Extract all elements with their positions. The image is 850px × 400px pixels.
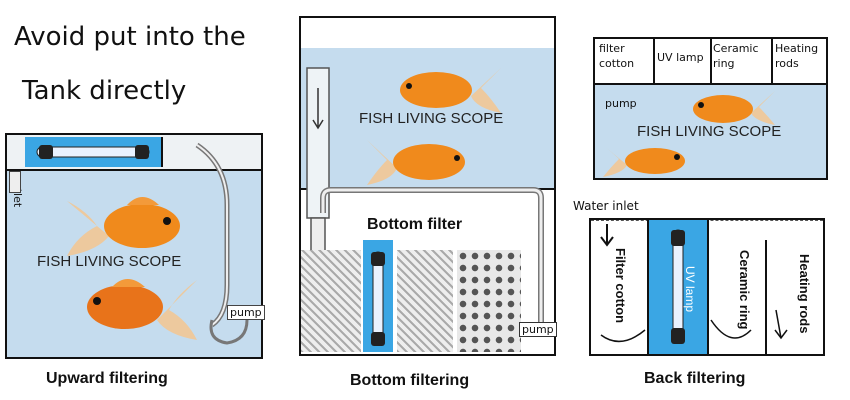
compartment-filter-cotton: filter cotton [599, 42, 635, 70]
inflow-arrow-icon [600, 224, 614, 247]
compartment-divider [710, 39, 712, 83]
back-compartment-filter-cotton: Filter cotton [613, 248, 628, 324]
goldfish-icon [400, 68, 501, 113]
downflow-pipe-icon [306, 67, 330, 259]
shelf-divider [161, 137, 193, 167]
ceramic-media [457, 250, 521, 352]
water-inlet-label: Water inlet [573, 199, 639, 213]
upward-filtering-panel: outlet pump FISH LIVING SCOPE [5, 133, 265, 359]
bottom-filtering-caption: Bottom filtering [350, 372, 470, 389]
back-uv-compartment [649, 220, 707, 354]
upward-pump-label: pump [227, 305, 265, 320]
goldfish-icon [87, 279, 197, 340]
goldfish-icon [693, 91, 775, 125]
compartment-heating-rods: Heating rods [775, 42, 819, 70]
compartment-divider [771, 39, 773, 83]
divider [707, 220, 709, 354]
uv-lamp-icon [36, 145, 150, 159]
divider [647, 220, 649, 354]
bottom-filter-title: Bottom filter [367, 216, 463, 233]
return-pipe-icon [320, 187, 544, 328]
back-compartment-uv-lamp: UV lamp [683, 266, 697, 313]
back-fish-living-scope: FISH LIVING SCOPE [637, 123, 782, 140]
outlet-icon [9, 171, 21, 193]
upward-pipe-icon [195, 142, 249, 345]
compartment-ceramic-ring: Ceramic ring [713, 42, 759, 70]
upward-filtering-caption: Upward filtering [46, 370, 168, 387]
back-filtering-panel: Filter cotton UV lamp Ceramic ring Heati… [589, 218, 825, 356]
headline-line-1: Avoid put into the [14, 22, 246, 52]
back-pump-label: pump [605, 97, 637, 110]
bottom-pump-label: pump [519, 322, 557, 337]
divider [765, 240, 767, 354]
goldfish-icon [367, 140, 465, 185]
goldfish-icon [67, 197, 180, 256]
uv-lamp-icon [671, 229, 685, 344]
uv-lamp-compartment [25, 137, 161, 167]
back-compartment-heating-rods: Heating rods [797, 254, 812, 334]
back-filter-compartment-row: filter cotton UV lamp Ceramic ring Heati… [595, 39, 826, 85]
compartment-uv-lamp: UV lamp [657, 51, 704, 64]
back-filter-tank-panel: filter cotton UV lamp Ceramic ring Heati… [593, 37, 828, 180]
filter-media-left [301, 250, 361, 352]
uv-lamp-icon [371, 251, 385, 346]
back-compartment-ceramic-ring: Ceramic ring [737, 250, 752, 330]
bottom-filtering-panel: FISH LIVING SCOPE Bottom filter pump [299, 16, 557, 356]
flow-arrows-icon [600, 309, 788, 343]
goldfish-icon [603, 145, 685, 177]
upward-fish-living-scope: FISH LIVING SCOPE [37, 253, 182, 270]
headline-line-2: Tank directly [22, 76, 187, 106]
bottom-fish-living-scope: FISH LIVING SCOPE [359, 110, 504, 127]
back-filtering-caption: Back filtering [644, 370, 746, 387]
filter-media-middle [397, 250, 453, 352]
compartment-divider [653, 39, 655, 83]
bottom-uv-compartment [363, 240, 393, 352]
